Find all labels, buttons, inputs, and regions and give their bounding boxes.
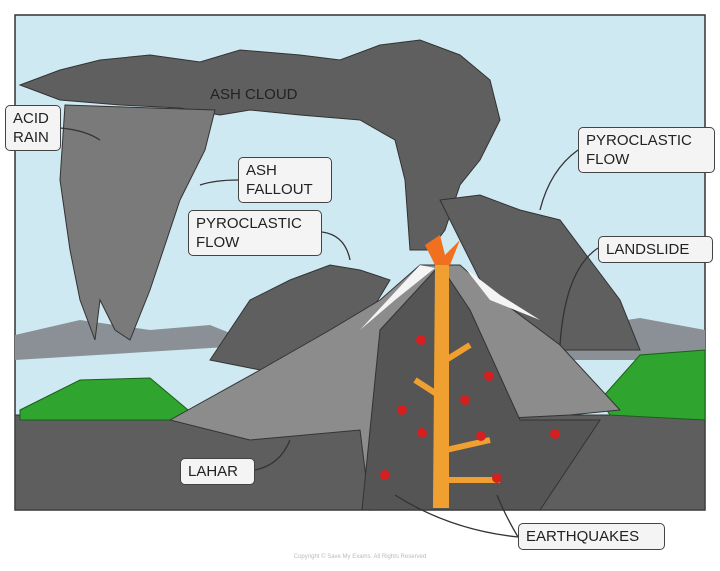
forest-left xyxy=(19,377,202,421)
pyroclastic-flow-left-label: PYROCLASTIC FLOW xyxy=(188,210,322,256)
copyright-notice: Copyright © Save My Exams. All Rights Re… xyxy=(293,554,427,560)
lahar-label: LAHAR xyxy=(180,458,255,485)
ash-cloud-label: ASH CLOUD xyxy=(210,86,298,103)
snow-cap xyxy=(360,265,540,330)
acid-rain-shaft xyxy=(59,104,216,341)
earthquake-markers xyxy=(380,335,560,483)
ash-fallout-label: ASH FALLOUT xyxy=(238,157,332,203)
eruption-lava xyxy=(425,235,460,265)
cross-section xyxy=(361,264,601,511)
earthquakes-label: EARTHQUAKES xyxy=(518,523,665,550)
magma-conduit xyxy=(413,265,500,508)
distant-mountains xyxy=(15,320,260,360)
landslide-label: LANDSLIDE xyxy=(598,236,713,263)
pyroclastic-flow-right-label: PYROCLASTIC FLOW xyxy=(578,127,715,173)
forest-right xyxy=(599,349,706,421)
acid-rain-label: ACID RAIN xyxy=(5,105,61,151)
leader-lines xyxy=(59,127,599,538)
ash-cloud xyxy=(18,39,501,251)
